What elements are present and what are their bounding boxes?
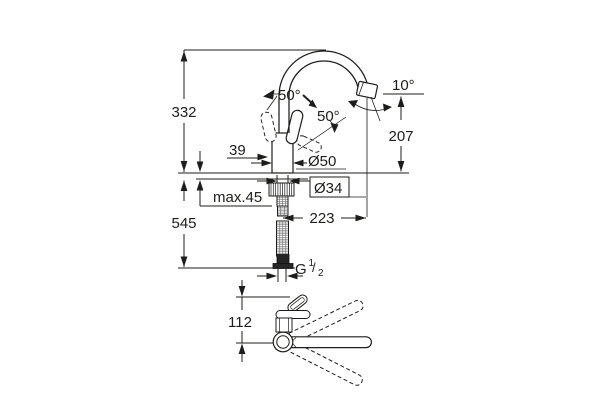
arrowhead-right xyxy=(383,103,392,112)
arrowhead-right xyxy=(257,153,268,161)
arrowhead-right xyxy=(266,177,277,185)
dim-223-label: 223 xyxy=(309,210,334,227)
dim-thread-size: G 1 / 2 xyxy=(257,258,324,280)
dim-50-right-label: 50° xyxy=(317,108,340,125)
mounting-nut xyxy=(268,182,295,197)
top-view xyxy=(272,294,372,386)
top-spout-arm xyxy=(291,336,372,349)
dim-112-label: 112 xyxy=(228,314,252,331)
stem-inner-lines xyxy=(279,318,289,332)
knob-inner xyxy=(290,297,305,310)
shank-through-counter xyxy=(276,175,289,183)
dim-lever-angle-right: 50° xyxy=(297,94,347,151)
top-body-stem xyxy=(275,317,293,333)
faucet-body xyxy=(271,132,294,174)
arrowhead-right xyxy=(355,214,366,222)
outlet-axis-line xyxy=(370,96,381,122)
dim-lever-offset: 39 xyxy=(227,142,268,161)
hose-lower-braid xyxy=(277,221,288,256)
outlet-joint-line xyxy=(358,81,364,96)
hose-fitting xyxy=(276,254,290,265)
hose-lower xyxy=(276,220,289,257)
hose-upper-braid xyxy=(278,206,288,216)
dim-height-above-counter: 332 xyxy=(171,49,326,172)
thread-numerator-label: 1 xyxy=(309,258,315,269)
thread-stub xyxy=(277,268,287,282)
top-lever-bar xyxy=(275,310,311,319)
dim-545-label: 545 xyxy=(171,215,196,232)
knurl-texture xyxy=(270,183,293,196)
arrowhead-up xyxy=(238,343,246,354)
dimension-line xyxy=(199,151,272,207)
dim-max45-label: max.45 xyxy=(213,189,262,206)
arrowhead-left xyxy=(289,177,300,185)
gauge-box xyxy=(309,176,350,198)
spout-outlet xyxy=(355,80,379,100)
dim-d50-label: Ø50 xyxy=(308,153,336,170)
arrowhead-right xyxy=(261,159,272,167)
riser-pipe xyxy=(278,96,290,133)
arrowhead-down xyxy=(196,161,204,172)
dim-332-label: 332 xyxy=(171,104,196,121)
thread-letter-label: G xyxy=(295,261,307,278)
dim-hole-diameter: Ø34 xyxy=(257,176,366,198)
arrowhead-down xyxy=(330,123,339,133)
thread-slash-label: / xyxy=(312,260,316,275)
arrowhead-left xyxy=(263,89,275,100)
spout-swivel-up xyxy=(288,299,364,344)
arrowhead-up xyxy=(180,51,188,62)
dim-d34-label: Ø34 xyxy=(314,180,342,197)
spout-outer-arc xyxy=(278,50,370,97)
dim-50-left-label: 50° xyxy=(278,87,301,104)
dim-spout-reach: 223 xyxy=(283,210,366,227)
dim-swivel-front-offset: 112 xyxy=(228,280,290,362)
dim-lever-angle-left: 50° xyxy=(263,87,301,111)
outlet-nozzle xyxy=(355,80,379,100)
arrowhead-up xyxy=(196,180,204,191)
spout-swivel-down xyxy=(288,341,363,386)
arrowhead-down xyxy=(397,161,405,172)
arrowhead-up xyxy=(180,180,188,191)
dim-10-label: 10° xyxy=(392,77,415,94)
arrowhead-down xyxy=(180,161,188,172)
arrowhead-right xyxy=(266,272,277,280)
arrowhead-down xyxy=(180,256,188,267)
lever-dashed-right xyxy=(296,135,322,153)
counter-section xyxy=(178,172,409,180)
thread-texture xyxy=(277,196,288,206)
dim-depth-below-counter: 545 xyxy=(171,180,295,269)
swivel-base-inner xyxy=(276,335,290,349)
dim-outlet-angle: 10° xyxy=(348,77,424,122)
arrowhead-left xyxy=(287,272,298,280)
dashed-arm xyxy=(288,341,363,386)
dim-207-label: 207 xyxy=(388,128,413,145)
thread-denominator-label: 2 xyxy=(318,268,324,279)
spout-inner-arc xyxy=(288,60,360,97)
arrowhead-down xyxy=(238,286,246,297)
arrowhead-down-right xyxy=(308,99,317,108)
leader-line xyxy=(266,93,279,111)
dashed-arm xyxy=(288,299,364,344)
arrowhead-left xyxy=(283,214,294,222)
dim-outlet-height: 207 xyxy=(388,96,414,172)
angle-ray xyxy=(297,116,347,151)
dim-39-label: 39 xyxy=(229,142,246,159)
hose-upper xyxy=(277,205,289,217)
dim-max-counter-thickness: max.45 xyxy=(196,151,272,207)
dim-body-diameter: Ø50 xyxy=(251,153,346,170)
arrowhead-up xyxy=(397,96,405,107)
arrowhead-left xyxy=(293,159,304,167)
front-view xyxy=(260,50,379,282)
lever-dashed-left xyxy=(260,111,277,143)
arrowhead-left xyxy=(348,100,358,108)
